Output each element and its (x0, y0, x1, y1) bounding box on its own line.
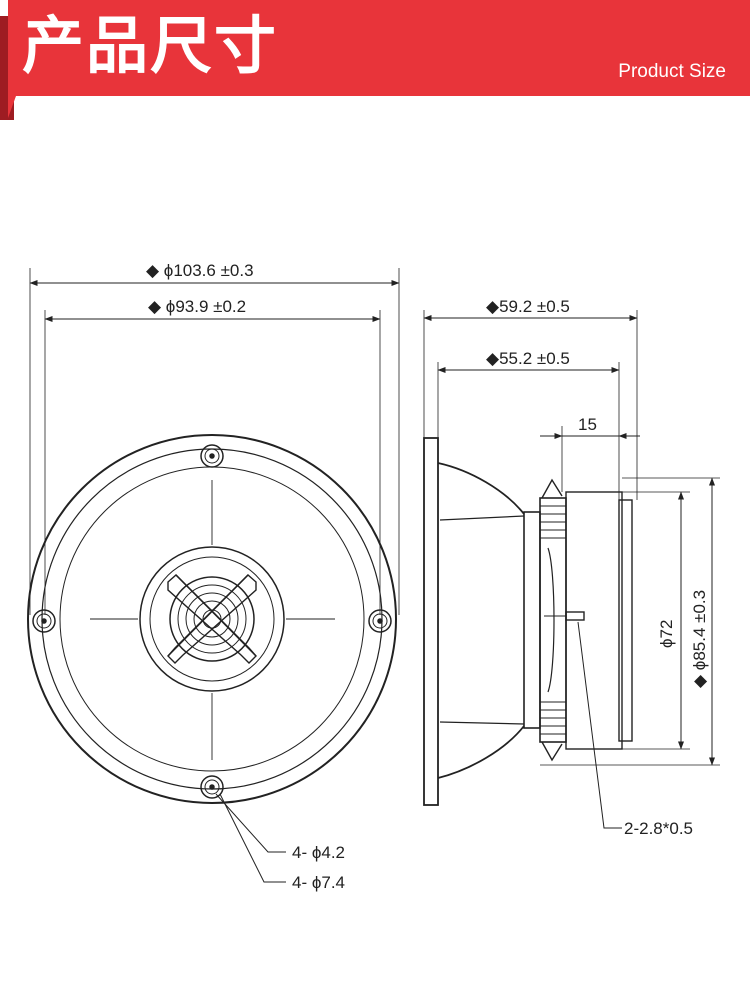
magnet-bottom-tab (541, 741, 563, 762)
front-frame-outer-circle (27, 434, 397, 804)
magnet-diameter-label: ϕ72 (657, 620, 676, 648)
front-center-lines (90, 480, 335, 760)
basket-top-curve (437, 462, 525, 515)
terminal-tab (565, 611, 585, 621)
page-subtitle: Product Size (618, 61, 726, 82)
terminal-label: 2-2.8*0.5 (624, 819, 693, 838)
overall-depth-label: ◆59.2 ±0.5 (486, 297, 570, 316)
banner-shape (0, 0, 750, 120)
mounting-hole-bottom (200, 775, 224, 799)
magnet-depth-label: 15 (578, 415, 597, 434)
basket-struts (439, 515, 525, 725)
tweeter-circle-5 (202, 609, 222, 629)
hole-inner-leader-line (215, 793, 286, 853)
mounting-hole-top (200, 444, 224, 468)
front-center-ring-inner (149, 556, 275, 682)
banner-background (8, 0, 750, 118)
mounting-hole-right (368, 609, 392, 633)
magnet-body (539, 497, 567, 743)
basket-rear-ring (523, 511, 541, 729)
rear-cap (618, 499, 633, 742)
header-banner: 产品尺寸 Product Size (0, 0, 750, 120)
body-depth-label: ◆55.2 ±0.5 (486, 349, 570, 368)
terminal-leader-line (577, 621, 622, 829)
magnet-inner-curve (547, 547, 555, 693)
hole-outer-leader-line (219, 793, 286, 883)
magnet-cooling-fins (540, 505, 566, 735)
hole-outer-label: 4- ϕ7.4 (292, 873, 345, 892)
tweeter-cross-grille (167, 574, 257, 664)
hole-inner-label: 4- ϕ4.2 (292, 843, 345, 862)
tweeter-circle-2 (177, 584, 247, 654)
page-title: 产品尺寸 (22, 9, 279, 82)
tweeter-circle-3 (185, 592, 239, 646)
side-view (423, 310, 720, 829)
rear-diameter-label: ◆ ϕ85.4 ±0.3 (690, 590, 709, 688)
tweeter-circle-4 (193, 600, 231, 638)
outer-diameter-label: ◆ ϕ103.6 ±0.3 (146, 261, 254, 280)
basket-bottom-curve (437, 725, 525, 779)
mounting-hole-left (32, 609, 56, 633)
side-flange-plate (423, 437, 439, 806)
tweeter-outer-circle (169, 576, 255, 662)
magnet-top-tab (541, 478, 563, 499)
mount-diameter-label: ◆ ϕ93.9 ±0.2 (148, 297, 246, 316)
front-center-ring (139, 546, 285, 692)
front-view (27, 268, 400, 883)
